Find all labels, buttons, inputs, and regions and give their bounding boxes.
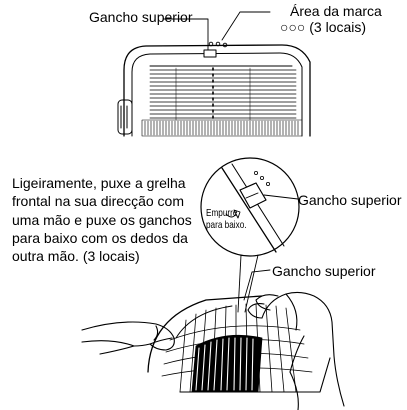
instruction-text: Ligeiramente, puxe a grelha frontal na s… <box>12 175 192 265</box>
lower-hook-leader <box>243 269 271 301</box>
push-down-arrow-icon <box>225 209 241 219</box>
top-grille <box>149 67 297 121</box>
mark-area-dots-icon <box>208 41 228 48</box>
grille-interior-slats <box>191 334 263 393</box>
right-hand <box>247 291 345 410</box>
push-down-label-line1: Empurre <box>206 207 238 219</box>
detail-magnifier <box>200 157 300 313</box>
top-leader-lines <box>162 11 271 51</box>
unit-top-view <box>117 41 311 137</box>
heat-exchanger-fins <box>141 119 303 137</box>
mark-area-title: Área da marca <box>290 3 382 19</box>
push-down-label-line2: para baixo. <box>206 219 247 231</box>
left-hand <box>81 321 175 355</box>
upper-hook-label-callout: Gancho superior <box>298 192 402 208</box>
mark-area-count: ○○○ (3 locais) <box>280 19 367 35</box>
upper-hook-label-hand: Gancho superior <box>272 263 376 279</box>
upper-hook-label-top: Gancho superior <box>89 9 193 25</box>
